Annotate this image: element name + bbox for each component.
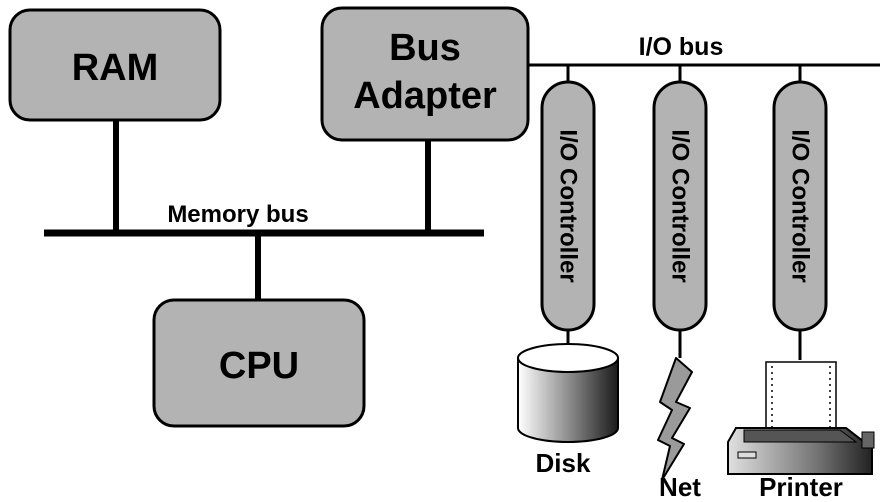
ram-label: RAM [72, 47, 159, 89]
cpu-box: CPU [152, 298, 366, 428]
io-bus-label: I/O bus [639, 33, 724, 61]
disk-icon [517, 343, 619, 443]
connections [44, 63, 880, 360]
printer-icon [727, 361, 875, 475]
bus-adapter-label-line1: Bus [389, 27, 461, 69]
lightning-bolt-icon [657, 357, 693, 481]
memory-bus-label: Memory bus [167, 201, 308, 228]
io-controller-3: I/O Controller [772, 80, 828, 332]
disk-label: Disk [536, 448, 591, 478]
printer-label: Printer [759, 472, 843, 502]
ram-box: RAM [8, 8, 222, 122]
io-controller-1: I/O Controller [540, 80, 596, 332]
net-label: Net [659, 472, 701, 502]
bus-adapter-label-line2: Adapter [353, 75, 497, 117]
cpu-label: CPU [219, 345, 299, 387]
io-controller-1-label: I/O Controller [555, 129, 582, 282]
printer-paper [765, 361, 837, 433]
io-controller-2-label: I/O Controller [667, 129, 694, 282]
bus-adapter-box: Bus Adapter [320, 6, 530, 142]
io-controller-2: I/O Controller [652, 80, 708, 332]
io-controller-3-label: I/O Controller [787, 129, 814, 282]
